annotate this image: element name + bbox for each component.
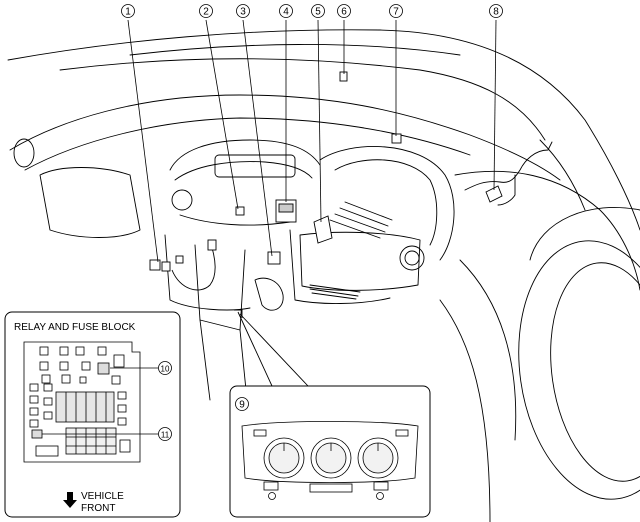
- left-door-panel: [39, 167, 141, 238]
- connector-2: [235, 206, 245, 216]
- callout-7-label: 7: [393, 7, 399, 18]
- callout-9-label: 9: [239, 400, 245, 411]
- connector-1c: [207, 239, 217, 251]
- callout-6: 6: [337, 4, 351, 18]
- callout-leaders: [127, 19, 497, 263]
- callout-6-label: 6: [341, 7, 347, 18]
- leader-2: [205, 19, 239, 210]
- callout-10: 10: [110, 361, 172, 375]
- vehicle-interior-drawing: [7, 29, 640, 522]
- callout-5: 5: [311, 4, 325, 18]
- callout-3-label: 3: [240, 7, 246, 18]
- right-round-vent: [399, 245, 425, 271]
- left-side-vent: [13, 138, 35, 168]
- callout-11: 11: [42, 427, 172, 441]
- zoom-lines: [234, 309, 309, 387]
- dashboard-upper-inner: [24, 117, 471, 171]
- harness-right: [464, 141, 553, 191]
- callout-3: 3: [236, 4, 250, 18]
- callout-11-label: 11: [161, 431, 170, 440]
- body-side: [439, 299, 491, 522]
- callout-8-label: 8: [493, 7, 499, 18]
- harness-left: [171, 247, 216, 291]
- connector-1b: [161, 261, 171, 272]
- part-6: [339, 71, 348, 82]
- zoom-line-right: [239, 313, 309, 387]
- connector-3: [267, 251, 281, 265]
- connector-1a: [149, 259, 161, 271]
- shift-area: [254, 277, 284, 311]
- grille-stripes: [329, 201, 393, 239]
- connector-1d: [175, 255, 184, 264]
- callout-5-label: 5: [315, 7, 321, 18]
- vehicle-front-line2: FRONT: [81, 503, 115, 514]
- callout-4-label: 4: [283, 7, 289, 18]
- callout-10-label: 10: [161, 365, 170, 374]
- tire-inner: [550, 262, 640, 482]
- climate-panel: [241, 421, 419, 500]
- console-right-edge: [289, 229, 391, 304]
- callout-4: 4: [279, 4, 293, 18]
- module-4-inner: [278, 203, 294, 213]
- panel-left-tab: [253, 429, 267, 437]
- windshield-lower-edge: [59, 58, 546, 141]
- vehicle-front-line1: VEHICLE: [81, 491, 124, 502]
- callout-9: 9: [235, 397, 249, 411]
- left-round-vent: [171, 189, 193, 211]
- zoom-line-left: [237, 311, 273, 387]
- callout-8: 8: [489, 4, 503, 18]
- fan-speed-knob: [310, 437, 352, 479]
- fuse-bank: [55, 391, 115, 423]
- callout-2: 2: [199, 4, 213, 18]
- cluster-hood: [169, 139, 321, 171]
- door-lower: [459, 259, 517, 441]
- harness-right-2: [497, 174, 516, 206]
- leader-3: [242, 19, 273, 257]
- relay-10: [97, 362, 110, 375]
- fuse-11: [31, 429, 43, 439]
- cluster-opening: [174, 161, 313, 181]
- zoom-origin: [234, 309, 243, 318]
- components: [149, 71, 503, 291]
- glove-box-grille: [309, 284, 361, 300]
- console-left-edge: [164, 234, 251, 311]
- leader-5: [317, 19, 322, 223]
- callout-7: 7: [389, 4, 403, 18]
- part-7: [391, 133, 402, 144]
- tire-outer: [518, 240, 640, 500]
- center-stack: [194, 244, 246, 331]
- panel-right-tab: [395, 429, 409, 437]
- leader-1: [127, 19, 159, 263]
- leader-8: [493, 19, 497, 191]
- airflow-mode-knob: [357, 437, 399, 479]
- temperature-knob: [263, 437, 305, 479]
- callout-markers: 1 2 3 4 5 6 7 8: [121, 4, 503, 18]
- callout-1-label: 1: [125, 7, 131, 18]
- steering-wheel-outer: [319, 146, 455, 261]
- relay-fuse-inset: RELAY AND FUSE BLOCK: [4, 311, 181, 518]
- roof-inner-line: [129, 44, 461, 56]
- fender-arch: [529, 207, 640, 261]
- callout-2-label: 2: [203, 7, 209, 18]
- climate-control-inset: 9: [229, 385, 431, 518]
- vehicle-front-arrow-icon: [63, 492, 77, 508]
- windshield-top-edge: [7, 29, 640, 231]
- cluster-lower: [179, 214, 291, 226]
- center-display: [214, 154, 296, 178]
- module-5: [313, 215, 333, 244]
- relay-box-title: RELAY AND FUSE BLOCK: [14, 322, 136, 333]
- callout-1: 1: [121, 4, 135, 18]
- glove-box: [299, 231, 421, 291]
- steering-wheel-inner: [334, 159, 438, 246]
- right-round-vent-inner: [404, 250, 420, 266]
- a-pillar-line: [539, 139, 586, 211]
- dashboard-top: [9, 94, 561, 181]
- fuse-block: [23, 341, 141, 463]
